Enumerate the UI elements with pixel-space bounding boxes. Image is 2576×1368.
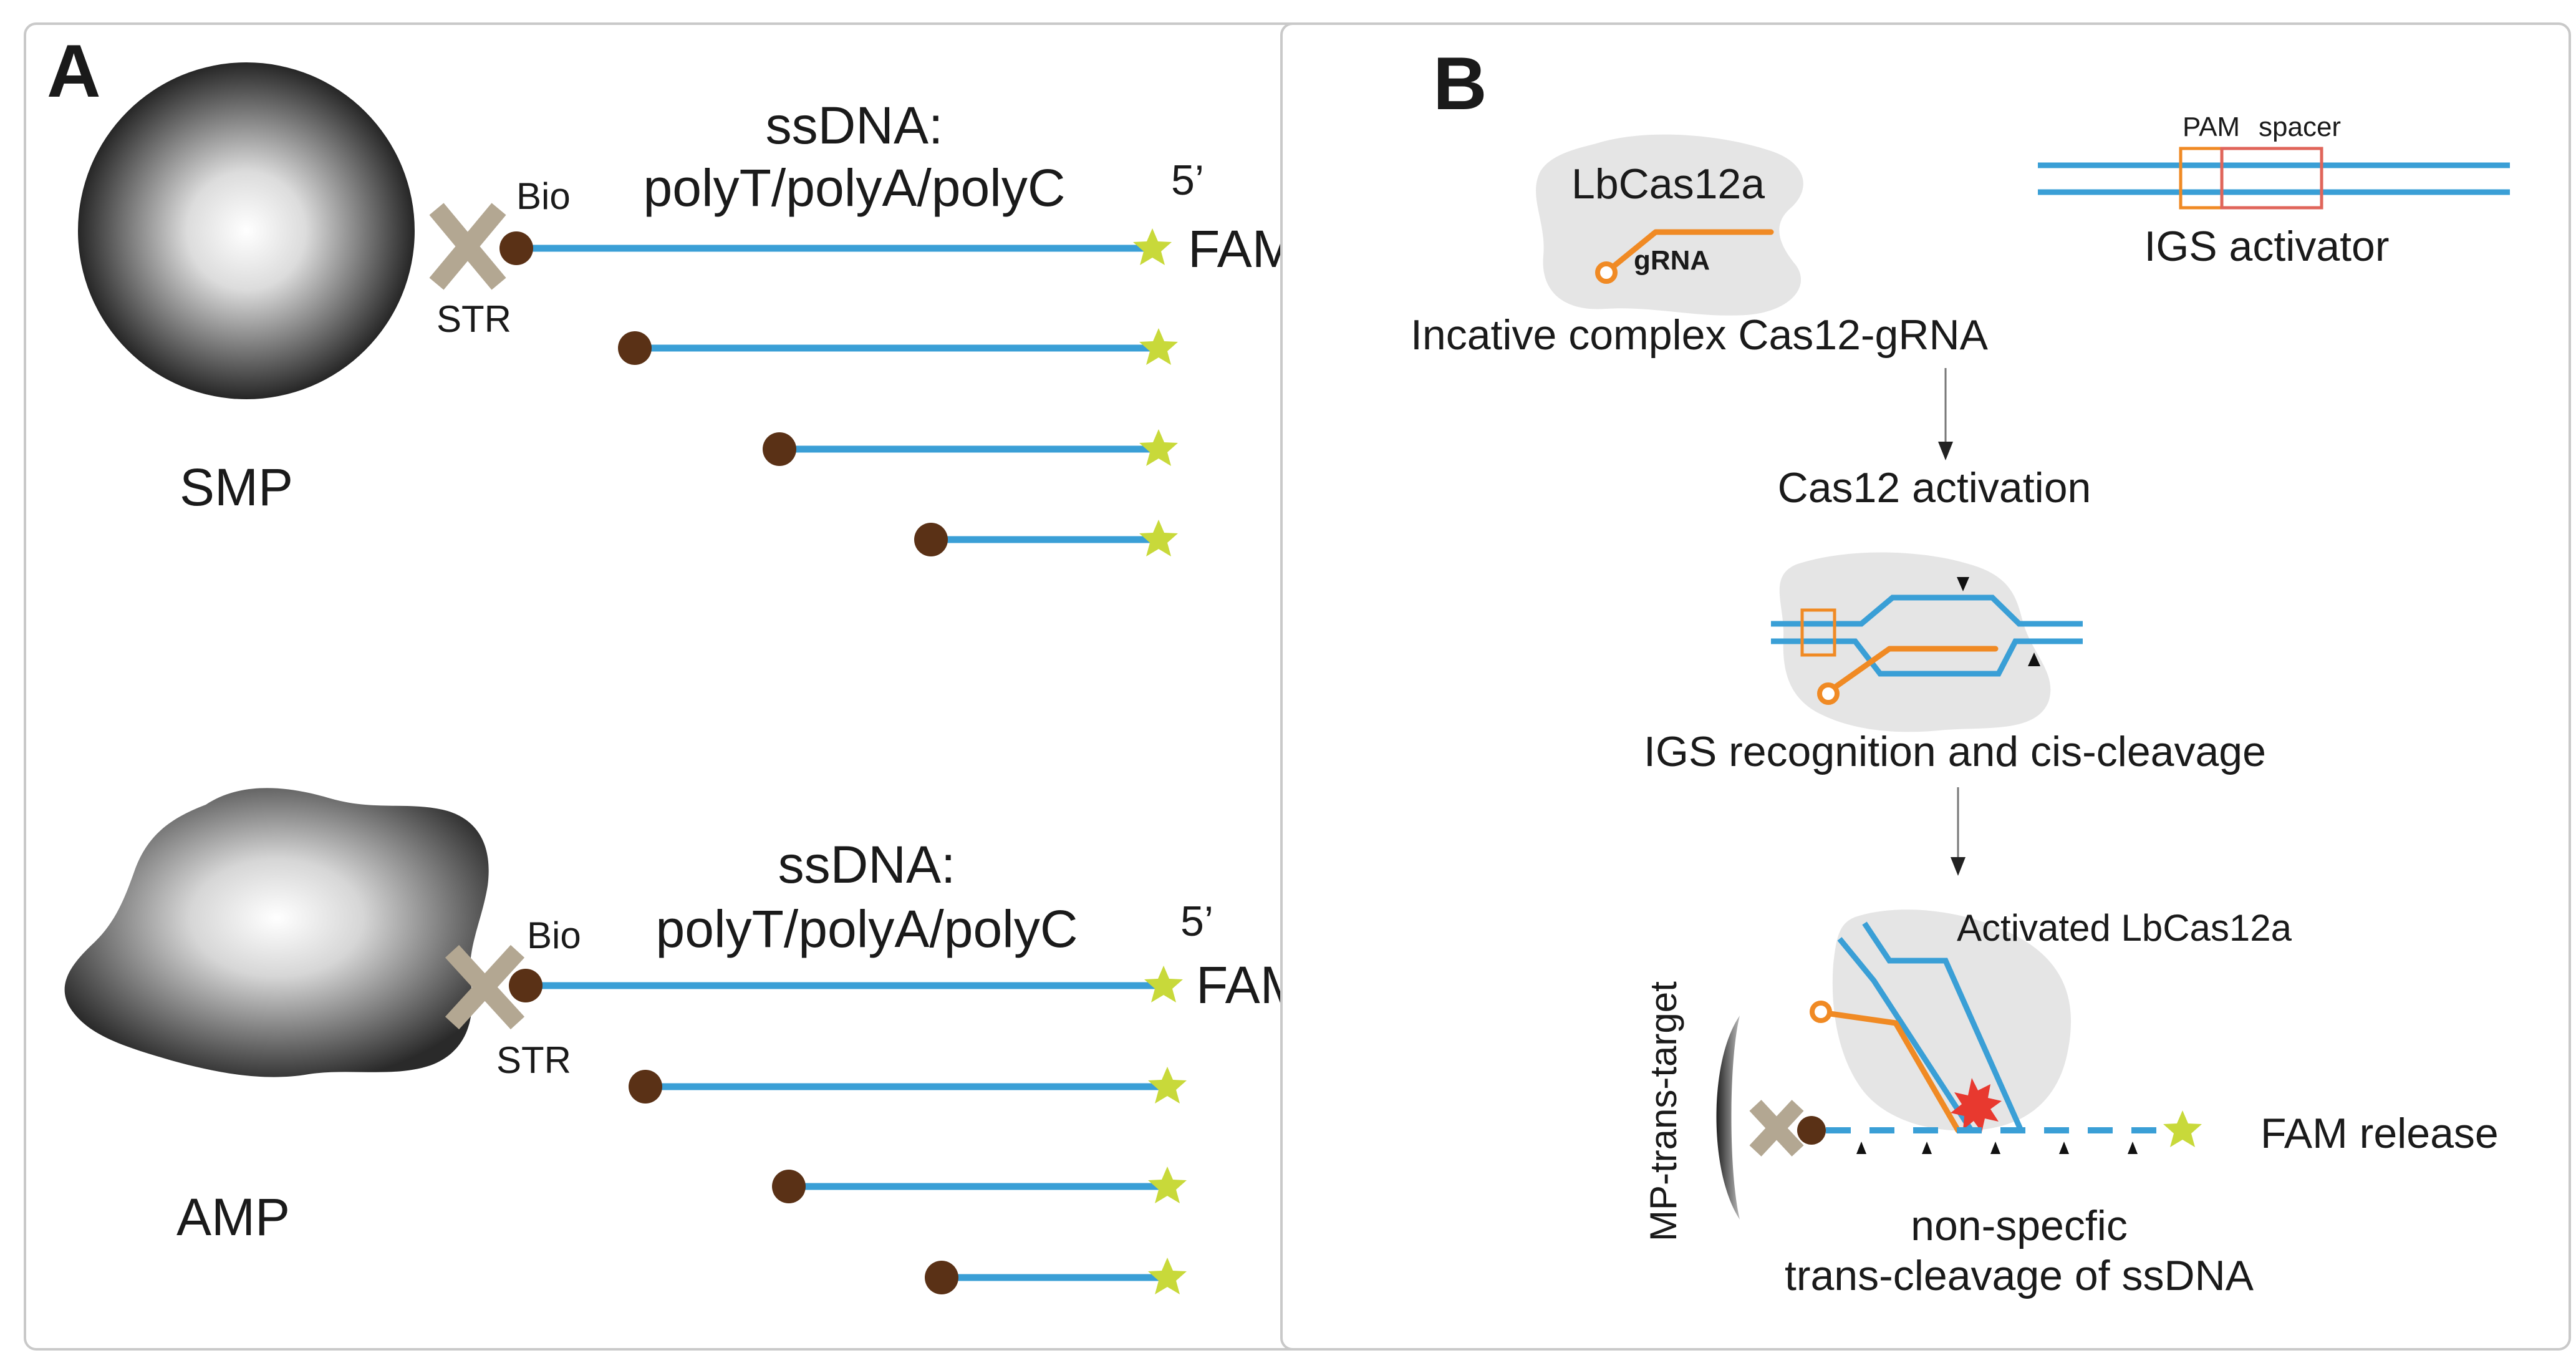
smp-probe — [499, 228, 1172, 265]
smp-label: SMP — [180, 458, 293, 517]
amp-ssdna-title: ssDNA: — [778, 835, 956, 894]
panel-b: B LbCas12a gRNA Incative complex Cas12-g… — [1280, 22, 2571, 1351]
arrow-down-icon — [1938, 368, 1953, 460]
guide-rna-inactive — [1612, 229, 1774, 268]
target-label: MP-trans-target — [1643, 981, 1684, 1241]
biotin-bead — [925, 1261, 958, 1294]
biotin-bead — [618, 331, 652, 365]
igs-activator: PAM spacer IGS activator — [2038, 112, 2510, 270]
biotin-bead — [914, 523, 948, 556]
smp-streptavidin-icon — [429, 203, 506, 290]
enzyme-label-inactive: LbCas12a — [1571, 160, 1765, 208]
guide-rna-loop-recognition — [1817, 682, 1840, 705]
amp-particle — [64, 788, 489, 1077]
cleavage-burst-icon — [1951, 1078, 2002, 1132]
cleavage-tick-bottom — [2028, 652, 2040, 666]
biotin-bead — [499, 231, 533, 265]
smp-probe — [914, 520, 1178, 556]
amp-bio-label: Bio — [527, 914, 581, 956]
amp-group: AMP STR Bio ssDNA: polyT/polyA/polyC 5’ … — [64, 788, 1304, 1294]
smp-ssdna-sequence: polyT/polyA/polyC — [644, 158, 1066, 217]
amp-str-label: STR — [496, 1039, 571, 1081]
biotin-bead — [763, 432, 796, 466]
step-activation-caption: Cas12 activation — [1778, 464, 2091, 512]
mp-surface — [1716, 1016, 1740, 1220]
smp-probe — [618, 328, 1178, 365]
amp-probe — [925, 1258, 1187, 1294]
amp-label: AMP — [176, 1188, 290, 1246]
trans-target-streptavidin-icon — [1749, 1100, 1804, 1157]
smp-probe — [763, 429, 1178, 466]
panel-a: A SMP STR Bio ssDNA: polyT/polyA/polyC 5… — [24, 22, 1348, 1351]
guide-rna-loop-activated — [1810, 1001, 1832, 1023]
amp-streptavidin-icon — [445, 944, 525, 1030]
amp-probe — [629, 1067, 1187, 1104]
biotin-bead — [1797, 1116, 1826, 1145]
amp-five-prime-label: 5’ — [1180, 898, 1213, 945]
inactive-complex: LbCas12a gRNA Incative complex Cas12-gRN… — [1411, 134, 1989, 359]
recognition-complex — [1771, 552, 2083, 732]
enzyme-blob-activated — [1832, 910, 2072, 1131]
activated-label: Activated LbCas12a — [1957, 907, 2292, 949]
activated-complex: Activated LbCas12a — [1810, 907, 2292, 1133]
biotin-bead — [509, 969, 543, 1002]
pam-label: PAM — [2183, 112, 2240, 142]
smp-fam-label: FAM — [1188, 220, 1296, 278]
trans-target: MP-trans-target FAM release non-specfic … — [1643, 981, 2499, 1299]
biotin-bead — [772, 1170, 806, 1203]
smp-particle — [78, 62, 415, 399]
panel-b-letter: B — [1433, 42, 1487, 125]
smp-bio-label: Bio — [516, 175, 571, 217]
trans-caption-line1: non-specfic — [1911, 1202, 2128, 1249]
smp-five-prime-label: 5’ — [1171, 157, 1204, 204]
amp-probe — [509, 966, 1183, 1002]
spacer-label: spacer — [2259, 112, 2341, 142]
grna-label: gRNA — [1634, 245, 1710, 276]
guide-rna-loop-inactive — [1595, 261, 1618, 284]
smp-group: SMP STR Bio ssDNA: polyT/polyA/polyC 5’ … — [78, 62, 1296, 556]
arrow-down-icon — [1951, 787, 1966, 876]
release-label: FAM release — [2260, 1110, 2499, 1157]
cleavage-tick-top — [1957, 577, 1969, 591]
step-recognition-caption: IGS recognition and cis-cleavage — [1644, 728, 2266, 775]
complex-caption: Incative complex Cas12-gRNA — [1411, 311, 1989, 359]
smp-ssdna-title: ssDNA: — [766, 96, 943, 155]
smp-str-label: STR — [437, 298, 511, 340]
spacer-box — [2220, 147, 2323, 210]
amp-ssdna-sequence: polyT/polyA/polyC — [656, 900, 1078, 958]
biotin-bead — [629, 1070, 662, 1104]
pam-box-recognition — [1800, 608, 1836, 657]
activator-caption: IGS activator — [2144, 223, 2389, 270]
panel-a-letter: A — [47, 29, 101, 113]
amp-probe — [772, 1167, 1187, 1203]
trans-caption-line2: trans-cleavage of ssDNA — [1785, 1252, 2254, 1299]
